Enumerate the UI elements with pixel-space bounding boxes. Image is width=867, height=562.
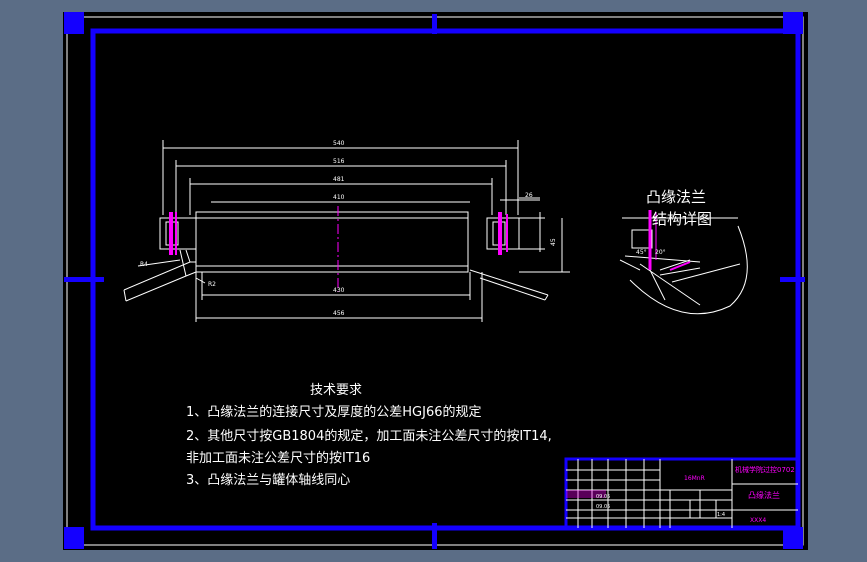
date-1: 09.05	[596, 494, 610, 500]
dim-45: 45	[550, 238, 557, 246]
detail-angle-20: 20°	[655, 249, 666, 256]
grip-top-left[interactable]	[64, 12, 84, 34]
grip-bottom-mid[interactable]	[432, 523, 437, 549]
centerlines	[169, 206, 508, 292]
detail-title-line1: 凸缘法兰	[646, 188, 706, 206]
scale: 1:4	[717, 512, 725, 518]
dim-430: 430	[333, 287, 345, 294]
dim-r4: R4	[140, 261, 148, 268]
drawing-number: XXX4	[750, 517, 766, 524]
dim-540: 540	[333, 140, 345, 147]
title-block-text: 16MnR 机械学院过控0702 凸缘法兰 XXX4 09.05 09.05 1…	[596, 465, 795, 524]
dim-410: 410	[333, 194, 345, 201]
detail-angle-45: 45°	[636, 249, 647, 256]
flange-section-view	[123, 140, 570, 322]
dim-26: 26	[525, 192, 533, 199]
dimension-labels: 540 516 481 410 430 456 26 45 R4 R2	[140, 140, 557, 317]
detail-view	[619, 217, 748, 315]
notes-line4: 3、凸缘法兰与罐体轴线同心	[186, 473, 350, 488]
dim-481: 481	[333, 176, 345, 183]
frame-grips	[64, 12, 805, 549]
flange-bottom-plate	[195, 265, 469, 273]
technical-notes: 技术要求 1、凸缘法兰的连接尺寸及厚度的公差HGJ66的规定 2、其他尺寸按GB…	[186, 383, 552, 488]
notes-line2: 2、其他尺寸按GB1804的规定，加工面未注公差尺寸的按IT14,	[186, 428, 552, 444]
part-name: 凸缘法兰	[748, 490, 780, 500]
material: 16MnR	[684, 475, 705, 482]
grip-mid-left[interactable]	[64, 277, 104, 282]
dim-516: 516	[333, 158, 345, 165]
flange-top-plate	[195, 211, 469, 219]
grip-bottom-left[interactable]	[64, 527, 84, 549]
title-block-frame	[564, 457, 800, 530]
right-flange-body	[486, 217, 520, 250]
detail-title-line2: 结构详图	[652, 210, 712, 228]
title-block	[564, 457, 800, 530]
detail-hatch	[648, 210, 691, 271]
dim-r2: R2	[208, 281, 216, 288]
notes-line1: 1、凸缘法兰的连接尺寸及厚度的公差HGJ66的规定	[186, 404, 482, 420]
grip-top-right[interactable]	[783, 12, 803, 34]
date-2: 09.05	[596, 504, 610, 510]
grip-top-mid[interactable]	[432, 14, 437, 34]
grip-mid-right[interactable]	[780, 277, 805, 282]
notes-heading: 技术要求	[310, 383, 362, 398]
notes-line3: 非加工面未注公差尺寸的按IT16	[186, 450, 370, 466]
grip-bottom-right[interactable]	[783, 527, 803, 549]
school-class: 机械学院过控0702	[735, 465, 795, 474]
dim-456: 456	[333, 310, 345, 317]
